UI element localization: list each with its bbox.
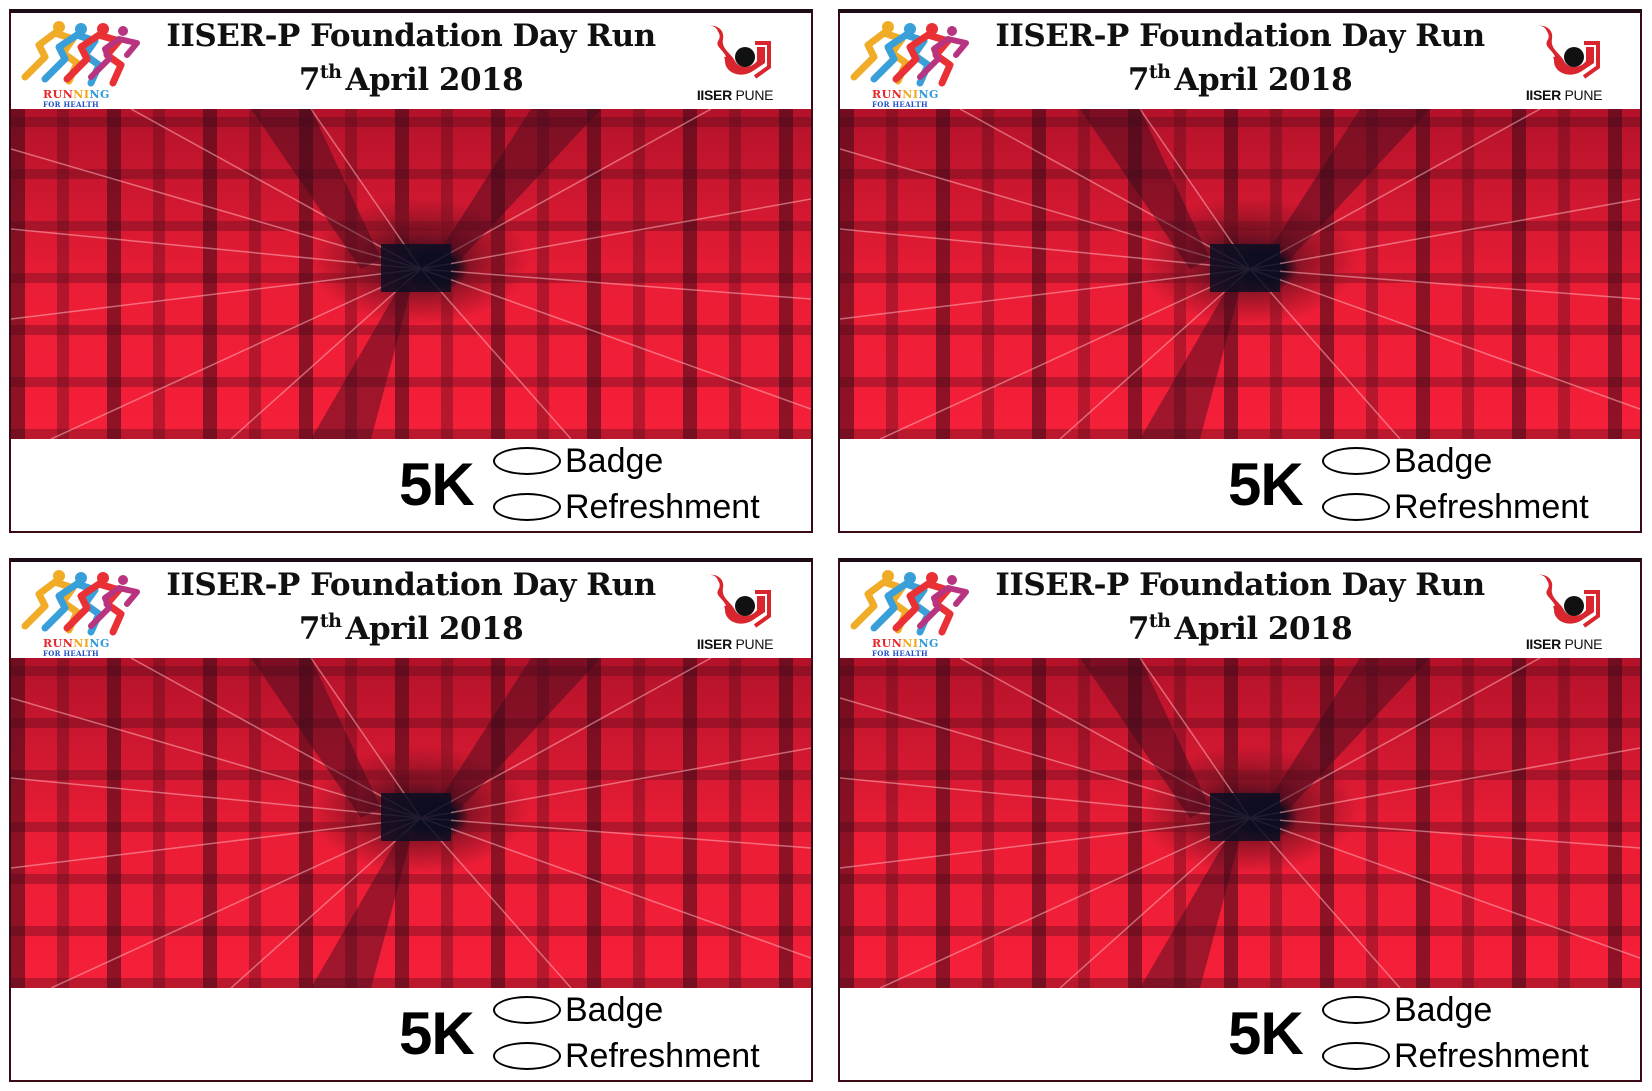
runners-icon: RUNNING FOR HEALTH (15, 568, 147, 658)
race-distance: 5K (1228, 451, 1304, 518)
iiser-emblem-icon: IISER PUNE (685, 570, 785, 654)
bib-header: RUNNING FOR HEALTH IISER-P Foundation Da… (840, 562, 1640, 658)
race-distance: 5K (399, 451, 475, 518)
bib-background-artwork (840, 109, 1640, 439)
race-bib: RUNNING FOR HEALTH IISER-P Foundation Da… (838, 558, 1642, 1082)
race-bib: RUNNING FOR HEALTH IISER-P Foundation Da… (838, 9, 1642, 533)
badge-label: Badge (565, 991, 664, 1029)
race-distance: 5K (1228, 1000, 1304, 1067)
race-bib: RUNNING FOR HEALTH IISER-P Foundation Da… (9, 558, 813, 1082)
bib-footer: 5K Badge Refreshment (11, 439, 811, 531)
event-title: IISER-P Foundation Day Run (166, 18, 656, 54)
bib-background-artwork (11, 658, 811, 988)
bib-header: RUNNING FOR HEALTH IISER-P Foundation Da… (11, 562, 811, 658)
institute-logo-text: IISER PUNE (1525, 636, 1603, 652)
sponsor-logo-text: RUNNING (43, 637, 110, 650)
badge-label: Badge (565, 442, 664, 480)
runners-icon: RUNNING FOR HEALTH (844, 568, 976, 658)
sponsor-logo-text: RUNNING (872, 88, 939, 101)
refreshment-checkbox[interactable] (1322, 1042, 1390, 1070)
race-distance: 5K (399, 1000, 475, 1067)
institute-logo-text: IISER PUNE (696, 636, 774, 652)
refreshment-checkbox[interactable] (493, 1042, 561, 1070)
sponsor-logo-text: RUNNING (872, 637, 939, 650)
sponsor-logo-subtext: FOR HEALTH (872, 100, 928, 109)
event-title: IISER-P Foundation Day Run (166, 567, 656, 603)
refreshment-label: Refreshment (565, 488, 760, 526)
bib-background-artwork (840, 658, 1640, 988)
bib-footer: 5K Badge Refreshment (840, 988, 1640, 1080)
runners-icon: RUNNING FOR HEALTH (844, 19, 976, 109)
refreshment-label: Refreshment (565, 1037, 760, 1075)
sponsor-logo-subtext: FOR HEALTH (43, 100, 99, 109)
event-title: IISER-P Foundation Day Run (995, 18, 1485, 54)
iiser-emblem-icon: IISER PUNE (1514, 570, 1614, 654)
badge-checkbox[interactable] (493, 996, 561, 1024)
bib-background-artwork (11, 109, 811, 439)
event-title: IISER-P Foundation Day Run (995, 567, 1485, 603)
badge-label: Badge (1394, 991, 1493, 1029)
institute-logo-text: IISER PUNE (1525, 87, 1603, 103)
refreshment-label: Refreshment (1394, 1037, 1589, 1075)
bib-header: RUNNING FOR HEALTH IISER-P Foundation Da… (840, 13, 1640, 109)
refreshment-label: Refreshment (1394, 488, 1589, 526)
institute-logo-text: IISER PUNE (696, 87, 774, 103)
badge-checkbox[interactable] (1322, 447, 1390, 475)
bib-header: RUNNING FOR HEALTH IISER-P Foundation Da… (11, 13, 811, 109)
bib-footer: 5K Badge Refreshment (11, 988, 811, 1080)
iiser-emblem-icon: IISER PUNE (1514, 21, 1614, 105)
sponsor-logo-text: RUNNING (43, 88, 110, 101)
runners-icon: RUNNING FOR HEALTH (15, 19, 147, 109)
badge-checkbox[interactable] (1322, 996, 1390, 1024)
refreshment-checkbox[interactable] (493, 493, 561, 521)
sponsor-logo-subtext: FOR HEALTH (872, 649, 928, 658)
refreshment-checkbox[interactable] (1322, 493, 1390, 521)
iiser-emblem-icon: IISER PUNE (685, 21, 785, 105)
badge-label: Badge (1394, 442, 1493, 480)
badge-checkbox[interactable] (493, 447, 561, 475)
bib-footer: 5K Badge Refreshment (840, 439, 1640, 531)
sponsor-logo-subtext: FOR HEALTH (43, 649, 99, 658)
race-bib: RUNNING FOR HEALTH IISER-P Foundation Da… (9, 9, 813, 533)
